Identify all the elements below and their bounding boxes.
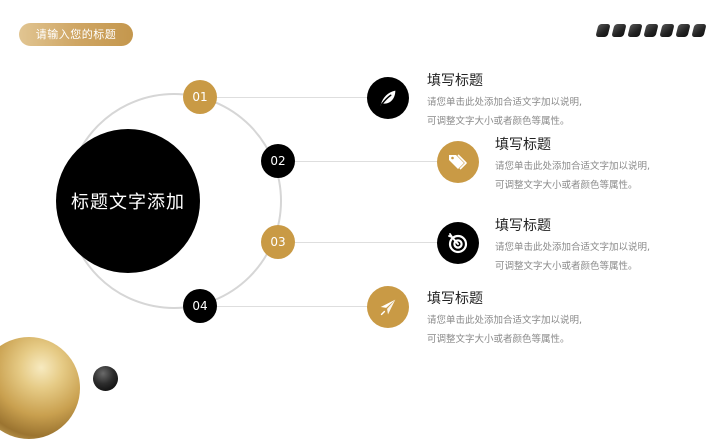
step-badge-01: 01 xyxy=(183,80,217,114)
item-icon-circle-4 xyxy=(367,286,409,328)
item-title: 填写标题 xyxy=(495,218,551,234)
item-desc-line1: 请您单击此处添加合适文字加以说明, xyxy=(427,97,583,108)
connector-line-2 xyxy=(295,161,437,162)
list-item-3: 填写标题 请您单击此处添加合适文字加以说明, 可调整文字大小或者颜色等属性。 xyxy=(495,215,650,276)
item-desc-line2: 可调整文字大小或者颜色等属性。 xyxy=(427,334,570,345)
paper-plane-icon xyxy=(380,299,396,316)
leaf-icon xyxy=(380,90,396,106)
item-title: 填写标题 xyxy=(427,73,483,89)
gold-sphere-decoration xyxy=(0,337,80,439)
item-desc-line2: 可调整文字大小或者颜色等属性。 xyxy=(495,261,638,272)
item-desc-line2: 可调整文字大小或者颜色等属性。 xyxy=(495,180,638,191)
step-number: 02 xyxy=(270,154,286,168)
decorative-pill xyxy=(675,24,691,37)
decorative-pills xyxy=(595,24,707,37)
decorative-pill xyxy=(659,24,675,37)
item-desc-line2: 可调整文字大小或者颜色等属性。 xyxy=(427,116,570,127)
connector-line-3 xyxy=(295,242,437,243)
item-desc-line1: 请您单击此处添加合适文字加以说明, xyxy=(495,242,651,253)
title-pill[interactable]: 请输入您的标题 xyxy=(19,23,133,46)
step-number: 03 xyxy=(270,235,286,249)
step-number: 04 xyxy=(192,299,208,313)
item-icon-circle-1 xyxy=(367,77,409,119)
decorative-pill xyxy=(611,24,627,37)
list-item-2: 填写标题 请您单击此处添加合适文字加以说明, 可调整文字大小或者颜色等属性。 xyxy=(495,134,650,195)
hub-circle[interactable]: 标题文字添加 xyxy=(56,129,200,273)
connector-line-1 xyxy=(217,97,367,98)
tags-icon xyxy=(449,154,467,170)
list-item-4: 填写标题 请您单击此处添加合适文字加以说明, 可调整文字大小或者颜色等属性。 xyxy=(427,288,582,349)
list-item-1: 填写标题 请您单击此处添加合适文字加以说明, 可调整文字大小或者颜色等属性。 xyxy=(427,70,582,131)
item-icon-circle-3 xyxy=(437,222,479,264)
decorative-pill xyxy=(595,24,611,37)
step-number: 01 xyxy=(192,90,208,104)
hub-label: 标题文字添加 xyxy=(71,192,185,213)
step-badge-02: 02 xyxy=(261,144,295,178)
item-desc-line1: 请您单击此处添加合适文字加以说明, xyxy=(495,161,651,172)
decorative-pill xyxy=(643,24,659,37)
item-title: 填写标题 xyxy=(495,137,551,153)
connector-line-4 xyxy=(217,306,367,307)
item-desc-line1: 请您单击此处添加合适文字加以说明, xyxy=(427,315,583,326)
step-badge-04: 04 xyxy=(183,289,217,323)
decorative-pill xyxy=(691,24,707,37)
target-icon xyxy=(448,233,468,254)
step-badge-03: 03 xyxy=(261,225,295,259)
item-icon-circle-2 xyxy=(437,141,479,183)
item-title: 填写标题 xyxy=(427,291,483,307)
black-sphere-decoration xyxy=(93,366,118,391)
decorative-pill xyxy=(627,24,643,37)
